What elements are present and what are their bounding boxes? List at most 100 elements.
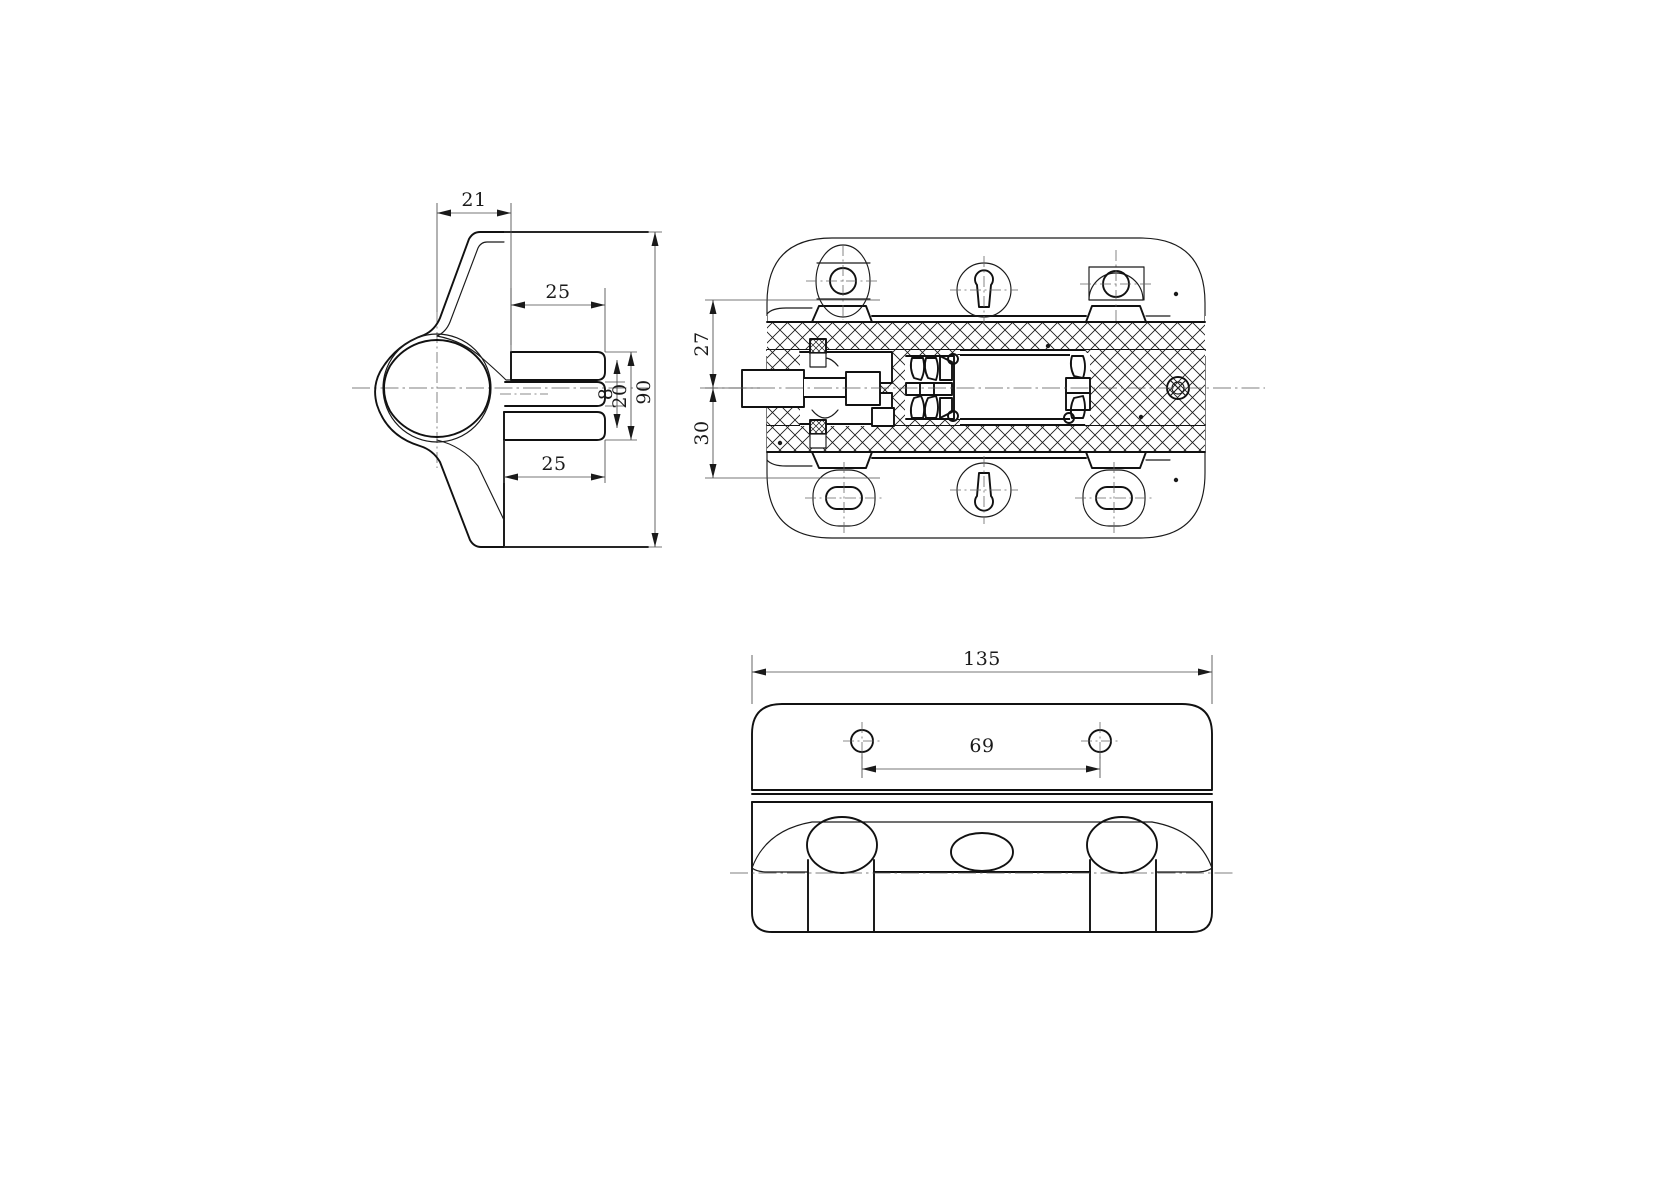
side-view-dimensions: 21 25 25 8 20 90 (436, 189, 662, 548)
upper-left-boss-foot (811, 305, 873, 323)
front-view-center-boss (950, 832, 1014, 872)
latch-finger-4 (909, 395, 926, 419)
right-latch-bar-lower (1065, 392, 1091, 411)
front-view-top-plate (751, 703, 1213, 791)
lower-right-boss-foot (1085, 451, 1147, 469)
arrow-25top-left (511, 301, 525, 309)
side-view-inner-contour-upper (436, 241, 505, 337)
ref-dot-section-right (1138, 414, 1144, 420)
lower-fastener-shank (809, 433, 827, 449)
section-view-dimensions: 27 30 (691, 299, 880, 479)
right-latch-mechanism (1063, 353, 1091, 424)
latch-pivot-lower (947, 410, 959, 422)
latch-finger-5 (923, 395, 939, 419)
ref-dot-lower-right (1173, 477, 1179, 483)
dim-label-30: 30 (691, 420, 713, 445)
front-view-right-boss (1086, 816, 1158, 874)
upper-left-ledge (766, 307, 813, 315)
lower-left-ledge (766, 459, 813, 467)
front-view-left-fillet (751, 867, 809, 873)
arrow-8-top (613, 360, 621, 374)
plunger-head-fill (846, 372, 880, 405)
arrow-30-bot (709, 464, 717, 478)
arrow-21-right (497, 209, 511, 217)
front-view (730, 703, 1235, 933)
central-cavity-fill (958, 355, 1080, 419)
arrow-90-bot (651, 533, 659, 547)
plunger-body-fill (742, 370, 804, 407)
dim-label-25-top: 25 (545, 281, 570, 303)
side-view-hub-to-lower (436, 439, 505, 521)
upper-hatch-band (755, 322, 1212, 350)
dim-label-27: 27 (691, 331, 713, 356)
arrow-69-right (1086, 765, 1100, 773)
hatch-right-mask (1205, 316, 1230, 356)
side-view-slot-profile (504, 381, 606, 407)
front-view-lower-body-curve (751, 821, 1153, 869)
arrow-25bot-right (591, 473, 605, 481)
bottom-slots (805, 456, 1153, 534)
arrow-135-right (1198, 668, 1212, 676)
dim-label-25-bottom: 25 (541, 453, 566, 475)
dim-label-8: 8 (595, 388, 617, 401)
dim-label-21: 21 (461, 189, 486, 211)
arrow-25top-right (591, 301, 605, 309)
latch-left-frame (905, 355, 955, 420)
latch-clear-left (905, 355, 960, 419)
dim-label-69: 69 (969, 735, 994, 757)
top-mounting-bosses (806, 244, 1152, 324)
top-center-keyhole (974, 269, 994, 308)
mid-left-block (871, 407, 895, 427)
left-latch-mechanism (905, 353, 960, 422)
arrow-8-bot (613, 414, 621, 428)
side-view-hub-to-upper-prong (436, 335, 521, 381)
front-view-lower-body-curve-right (1151, 821, 1213, 869)
right-hatch-block (1085, 350, 1205, 425)
latch-pivot-upper (947, 353, 959, 365)
right-latch-pivot (1063, 412, 1075, 424)
plunger-neck-fill (804, 378, 846, 397)
front-view-right-fillet (1155, 867, 1213, 873)
right-latch-finger-2 (1069, 395, 1086, 419)
arrow-135-left (752, 668, 766, 676)
lower-fastener-fill (810, 420, 826, 434)
side-view-hub-outer-circle (382, 333, 492, 443)
upper-fastener-fill (810, 339, 826, 353)
latch-finger-1 (909, 357, 926, 381)
side-view-body-outline (374, 231, 505, 548)
side-view-lower-prong (503, 411, 606, 441)
plunger-body (741, 369, 805, 408)
upper-fastener-shank-fill (810, 353, 826, 367)
section-view-outer-body (766, 237, 1206, 539)
arrow-90-top (651, 232, 659, 246)
front-view-left-boss (806, 816, 878, 874)
bottom-center-keyhole (974, 472, 994, 512)
front-view-dimensions: 135 69 (751, 648, 1213, 778)
plunger-head (845, 371, 881, 406)
arrow-25bot-left (504, 473, 518, 481)
arrow-30-top (709, 388, 717, 402)
arrow-27-bot (709, 374, 717, 388)
ref-dot-section-left (777, 440, 783, 446)
ref-dot-upper-right (1173, 291, 1179, 297)
hatch-left-mask (740, 316, 767, 356)
lower-left-boss-foot (811, 451, 873, 469)
dim-label-20: 20 (609, 383, 631, 408)
lower-fastener-shank-fill (810, 434, 826, 448)
mid-left-block-fill (872, 408, 894, 426)
left-pocket-arc-lower (811, 409, 839, 419)
ref-dot-section-top (1045, 343, 1051, 349)
latch-crossbar-upper (905, 382, 953, 396)
arrow-27-top (709, 300, 717, 314)
arrow-21-left (437, 209, 451, 217)
dim-label-135: 135 (963, 648, 1001, 670)
side-view-upper-prong (510, 351, 606, 381)
dim-label-90: 90 (633, 379, 655, 404)
upper-fastener-shank (809, 352, 827, 368)
section-view (700, 237, 1265, 539)
front-view-lower-right (1163, 801, 1213, 933)
lower-hatch-band (767, 425, 1205, 452)
